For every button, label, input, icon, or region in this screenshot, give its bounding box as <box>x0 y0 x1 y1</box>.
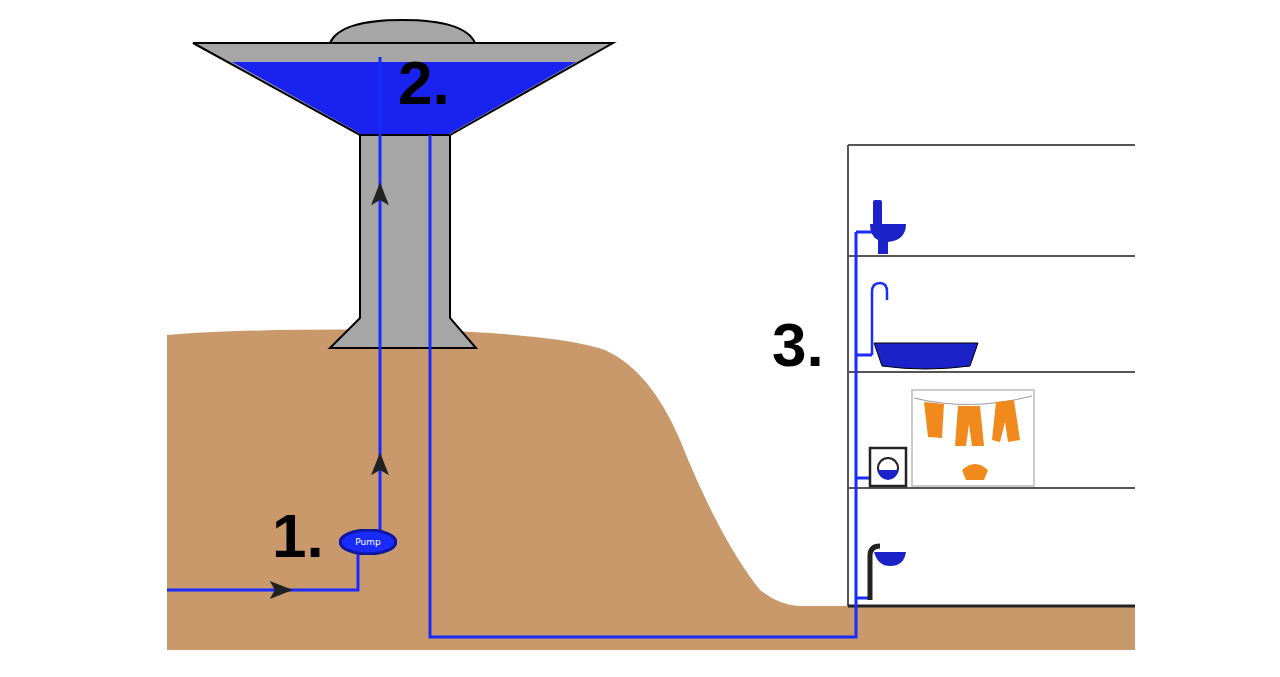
tank-dome <box>330 20 475 43</box>
callout-number: 2. <box>398 52 450 114</box>
toilet-symbol <box>870 200 906 254</box>
building <box>848 145 1135 606</box>
bath-basin <box>872 283 978 369</box>
tower-stem <box>330 130 476 348</box>
ground <box>167 330 1135 650</box>
callout-number: 3. <box>772 314 824 376</box>
sink-symbol <box>870 546 906 600</box>
laundry <box>912 390 1034 486</box>
callout-number: 1. <box>272 505 324 567</box>
pump-label: Pump <box>355 538 380 547</box>
tank <box>193 43 613 135</box>
pipes <box>167 57 876 637</box>
washing-machine <box>870 448 906 486</box>
pump-ellipse: Pump <box>339 529 397 555</box>
